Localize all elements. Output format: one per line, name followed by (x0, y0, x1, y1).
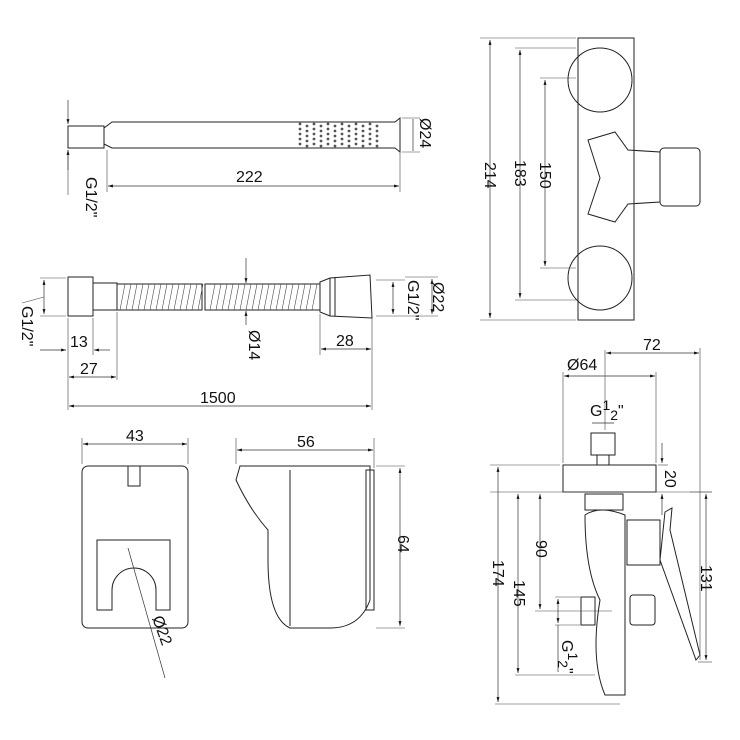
hose-ferrule (92, 282, 118, 311)
hand-shower-length-label: 222 (236, 169, 263, 186)
hose-diameter-label: Ø14 (245, 330, 262, 360)
to-outlet-label: 90 (532, 540, 549, 558)
hand-shower-diameter-label: Ø24 (416, 118, 433, 148)
mixer-overall-height-label: 214 (481, 162, 498, 189)
hand-shower-thread-label: G1/2" (82, 177, 99, 217)
hose-nut (67, 276, 94, 317)
hose-nut-length-label: 13 (70, 334, 88, 351)
hose-length-label: 1500 (200, 390, 236, 407)
projection-label: 72 (643, 337, 661, 354)
holder-plate (81, 465, 189, 629)
mixer-side-view: Ø64 72 G12" 20 174 145 90 G12" 131 (489, 337, 714, 705)
inlet-thread (590, 432, 616, 456)
holder-depth-label: 56 (297, 434, 315, 451)
hose-left-thread-label: G1/2" (18, 306, 35, 346)
hose-view: G1/2" 13 27 1500 Ø14 28 G1/2" Ø22 (18, 258, 446, 410)
mixer-side-body (584, 509, 626, 696)
holder-height-label: 64 (394, 535, 411, 553)
plate-thickness-label: 20 (661, 470, 678, 488)
hose-end-length-label: 28 (336, 333, 354, 350)
holder-bore-label: Ø22 (148, 614, 174, 648)
mixer-overall-depth-label: 174 (489, 560, 506, 587)
hose-segment-left (116, 283, 203, 311)
hand-shower-body (103, 116, 401, 154)
holder-front-view: 43 Ø22 (81, 428, 189, 679)
hand-shower-view: G1/2" 222 Ø24 (66, 100, 433, 217)
lever-height-label: 131 (697, 565, 714, 592)
holder-side-view: 56 64 (235, 434, 411, 629)
holder-side-profile (235, 465, 371, 629)
outlet-thread-label: G12" (555, 640, 581, 674)
mixer-lever (659, 507, 701, 662)
hose-cone-end (319, 274, 373, 319)
inlet-thread-label: G12" (590, 397, 624, 423)
hand-shower-connector (67, 125, 105, 149)
flange-diameter-label: Ø64 (567, 357, 597, 374)
spray-nozzles (298, 122, 379, 148)
to-bottom-label: 145 (510, 580, 527, 607)
hose-ferrule-length-label: 27 (80, 361, 98, 378)
holder-cradle (96, 539, 171, 611)
mixer-centers-label: 150 (536, 162, 553, 189)
mixer-handle (659, 147, 701, 207)
mixer-flange-plate (562, 464, 657, 493)
hose-right-thread-label: G1/2" (404, 280, 421, 320)
hose-end-diameter-label: Ø22 (429, 282, 446, 312)
mixer-body (577, 37, 635, 321)
holder-width-label: 43 (126, 428, 144, 445)
mixer-flange-height-label: 183 (511, 160, 528, 187)
mixer-valve (587, 131, 661, 223)
mixer-front-view: 214 183 150 (480, 37, 701, 321)
